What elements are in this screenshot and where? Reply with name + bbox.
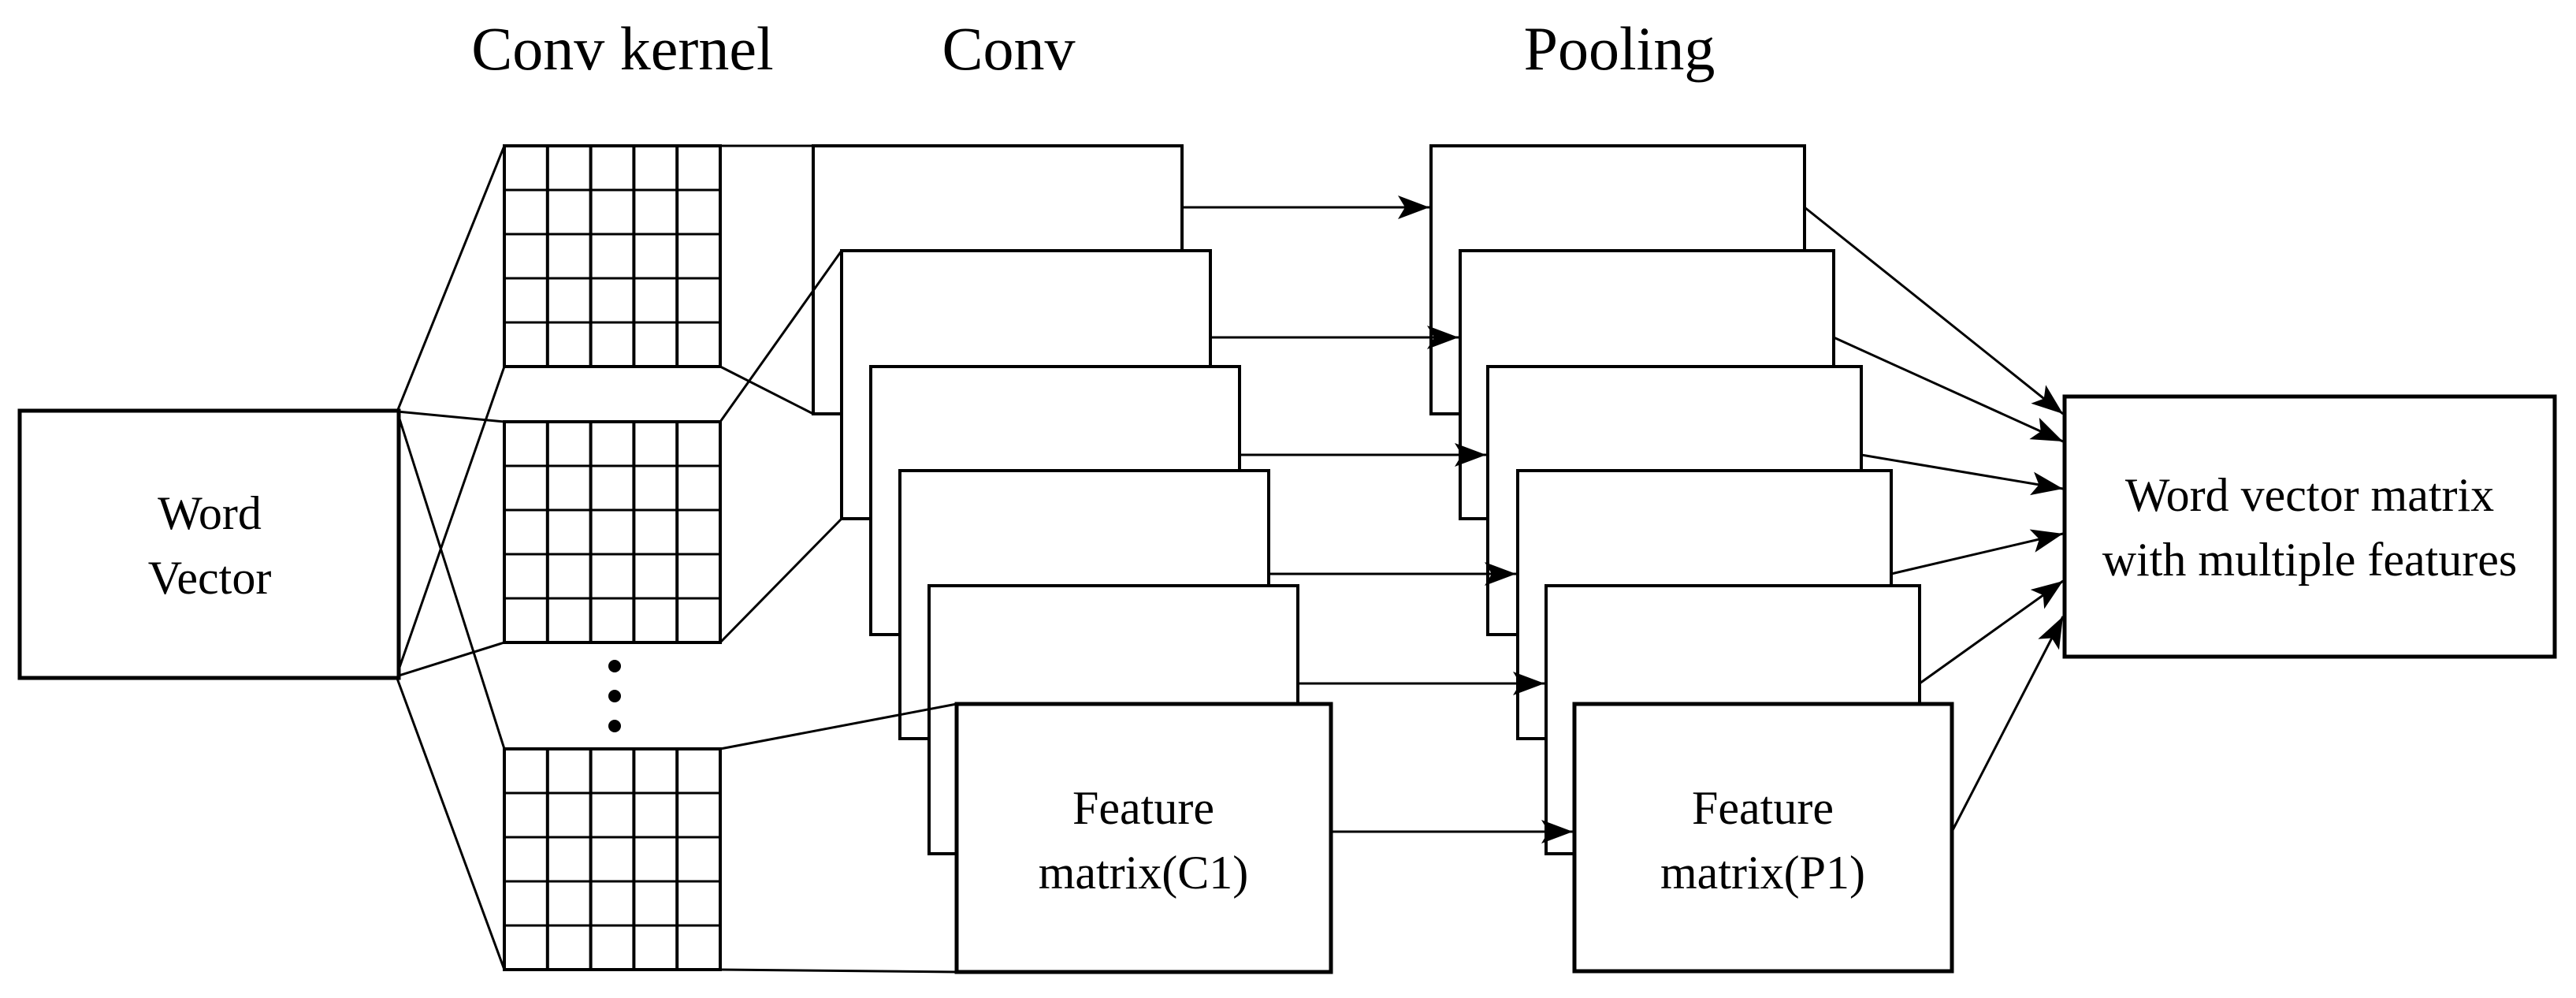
ellipsis-dot [608, 690, 621, 702]
fan-line [396, 641, 505, 678]
ellipsis-dot [608, 720, 621, 732]
output-rect [2062, 394, 2557, 659]
conv-c1-label-line1: Feature [1072, 782, 1214, 834]
fan-line [395, 366, 506, 677]
ellipsis-dot [608, 660, 621, 672]
header-pooling: Pooling [1524, 14, 1715, 83]
kernel-grid-3 [503, 747, 722, 971]
pool-p1-label-line2: matrix(P1) [1660, 847, 1865, 899]
word-vector-label-line1: Word [158, 487, 262, 539]
conv-c1-rect [954, 702, 1333, 974]
kernel-to-conv-line [719, 702, 957, 750]
kernel-grid-2 [503, 420, 722, 644]
word-vector-label-line2: Vector [148, 552, 272, 604]
kernel-to-conv-line [719, 365, 814, 415]
pool-p1-label-line1: Feature [1692, 782, 1834, 834]
pool-to-output-arrow-5 [1919, 579, 2064, 685]
word-vector-rect [17, 408, 401, 680]
column-headers: Conv kernel Conv Pooling [471, 14, 1715, 83]
connector-lines [719, 144, 2065, 974]
output-label-line2: with multiple features [2102, 534, 2518, 586]
pooling-feature-map-stack [1429, 144, 1921, 855]
header-conv-kernel: Conv kernel [471, 14, 773, 83]
pool-to-output-arrow-1 [1804, 206, 2064, 415]
fan-line [395, 676, 506, 970]
kernel-to-conv-line [719, 517, 843, 644]
fan-line [396, 145, 506, 412]
input-fan-lines [395, 145, 506, 970]
pool-p1-rect [1572, 702, 1954, 974]
kernel-grid-border [503, 144, 722, 368]
kernel-grid-border [503, 747, 722, 971]
fan-line [396, 411, 506, 750]
kernel-ellipsis-dots [608, 660, 621, 732]
conv-c1-label-line2: matrix(C1) [1039, 847, 1249, 899]
pool-front-box: Feature matrix(P1) [1572, 702, 1954, 974]
conv-front-box: Feature matrix(C1) [954, 702, 1333, 974]
pool-to-output-arrow-6 [1950, 616, 2065, 832]
kernel-grid-1 [503, 144, 722, 368]
kernel-to-conv-line [719, 250, 843, 423]
output-box: Word vector matrix with multiple feature… [2062, 394, 2557, 659]
kernel-to-conv-line [719, 968, 957, 974]
kernel-grid-border [503, 420, 722, 644]
pool-to-output-arrow-2 [1833, 336, 2064, 443]
header-conv: Conv [942, 14, 1075, 83]
word-vector-box: Word Vector [17, 408, 401, 680]
pool-to-output-arrow-4 [1890, 529, 2064, 575]
output-label-line1: Word vector matrix [2125, 469, 2494, 521]
pool-to-output-arrow-3 [1860, 453, 2064, 496]
conv-kernel-grids [503, 144, 722, 971]
